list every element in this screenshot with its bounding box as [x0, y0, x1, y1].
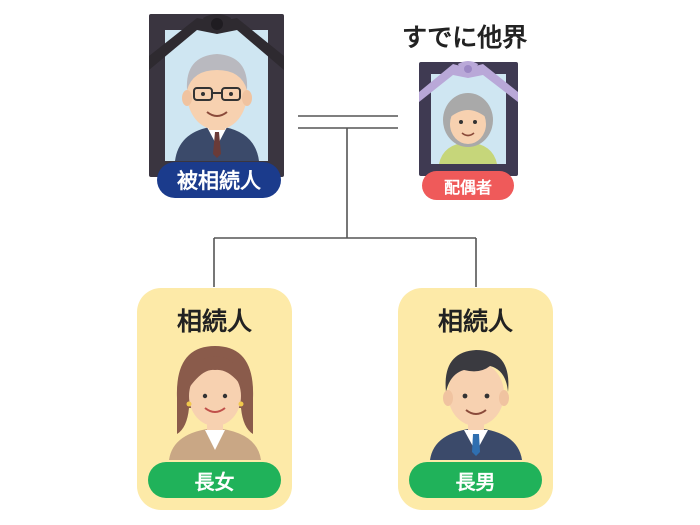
spouse-status-label: すでに他界 [402, 23, 528, 52]
heir-card-title: 相続人 [176, 307, 252, 336]
heir-card-title: 相続人 [437, 307, 513, 336]
decedent-memorial-portrait [149, 14, 284, 177]
son-badge: 長男 [409, 462, 542, 498]
decedent-badge: 被相続人 [157, 162, 281, 198]
spouse-memorial-portrait [419, 61, 518, 176]
daughter-badge: 長女 [148, 462, 281, 498]
heir-card-son: 相続人 長男 [398, 288, 553, 510]
daughter-avatar [169, 346, 261, 460]
son-avatar [430, 350, 522, 460]
heir-card-daughter: 相続人 長女 [137, 288, 292, 510]
spouse-badge: 配偶者 [422, 171, 514, 200]
